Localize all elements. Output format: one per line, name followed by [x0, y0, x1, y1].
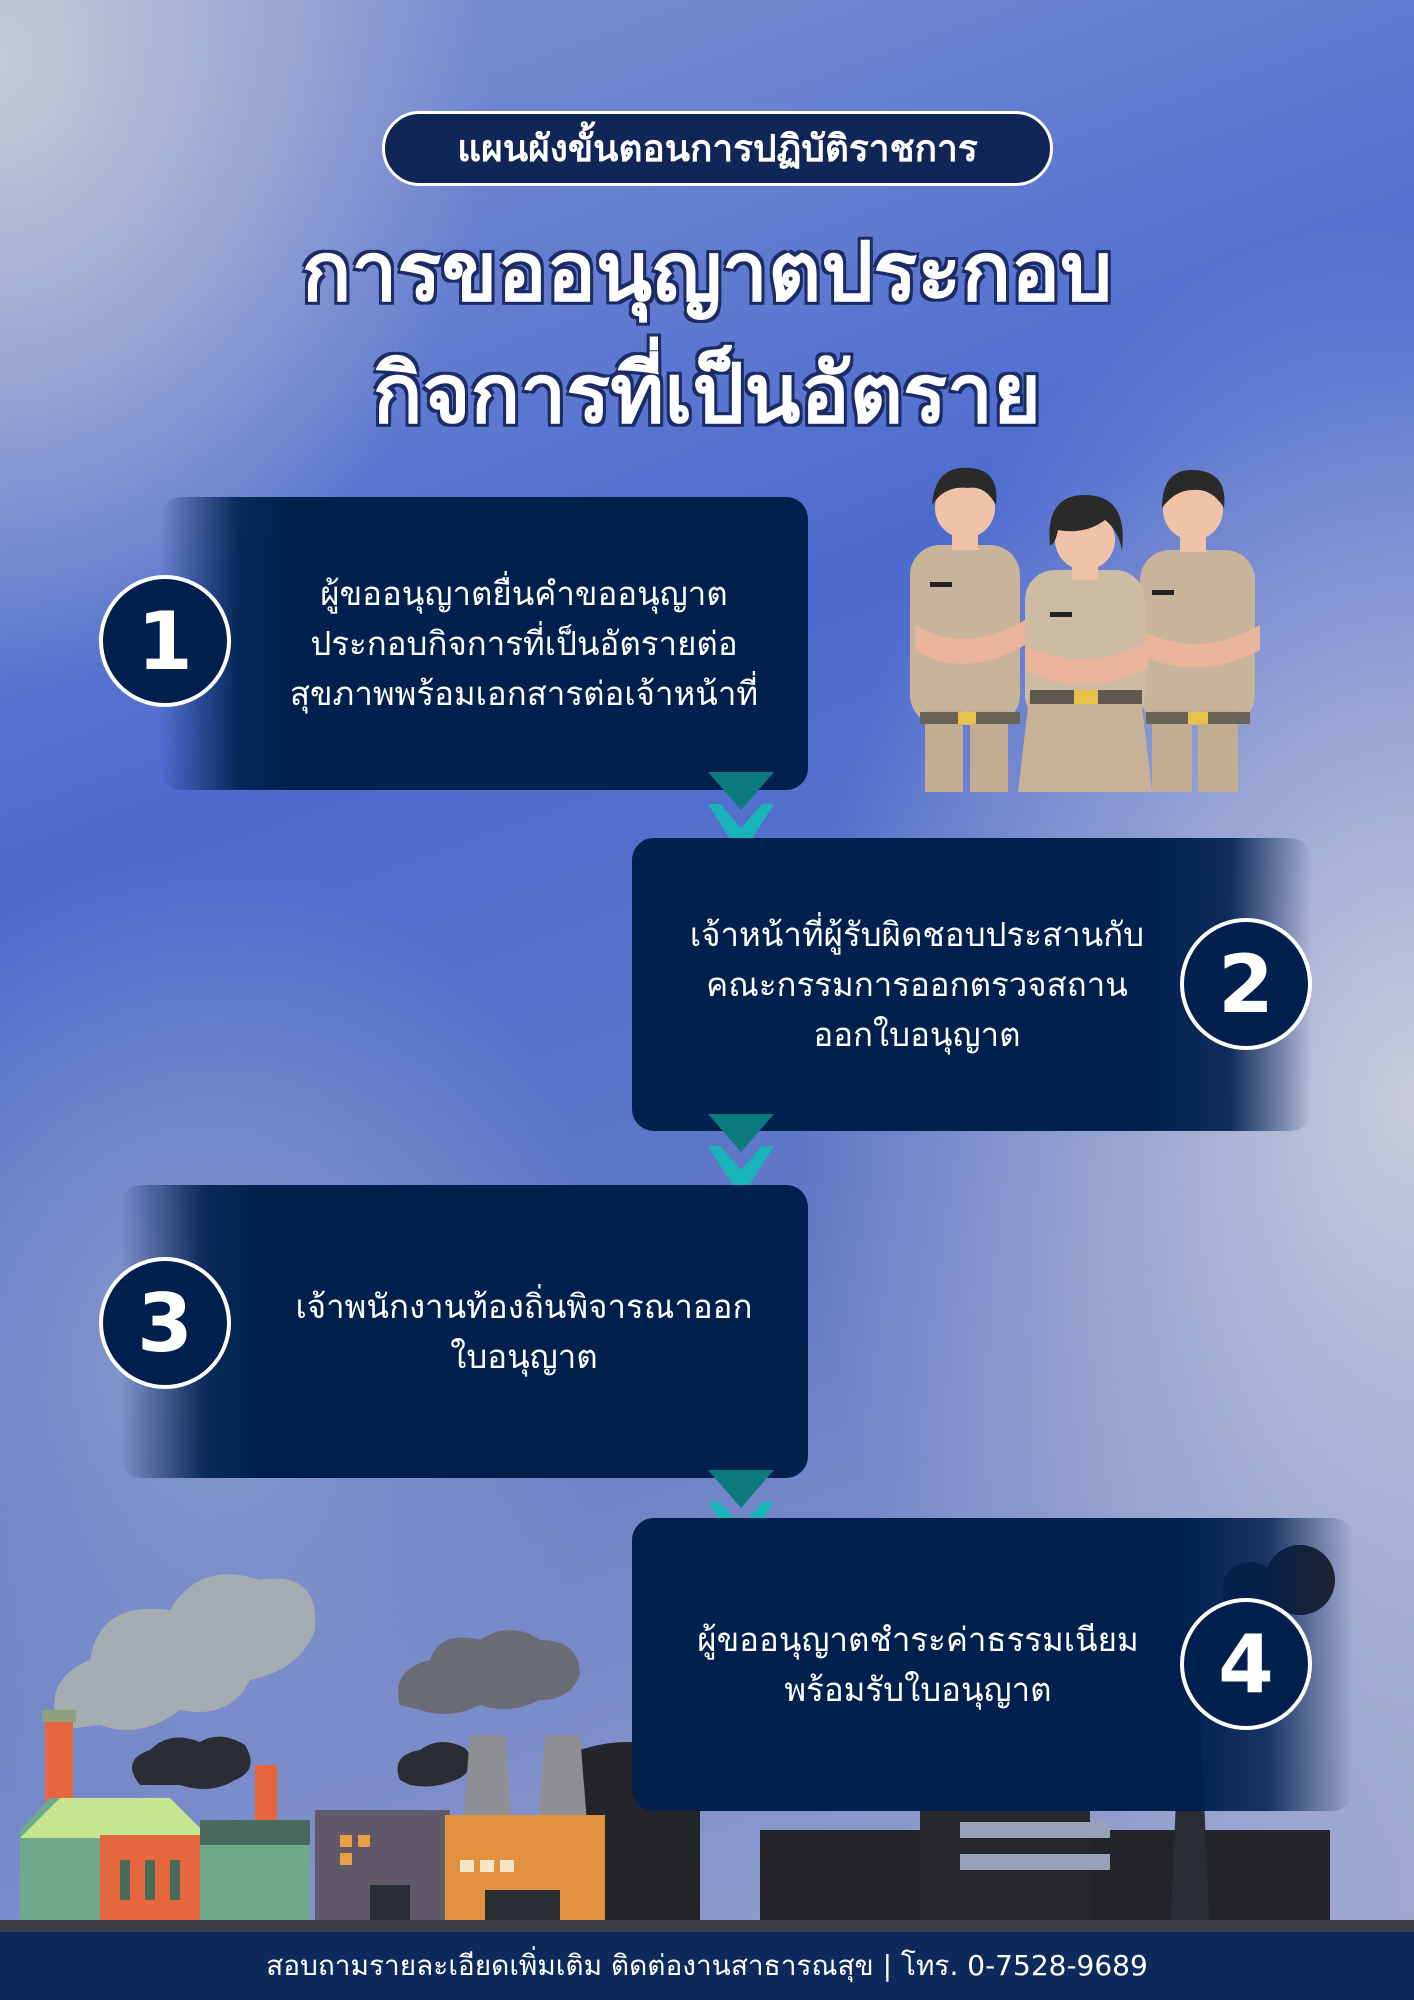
step-1-line: ประกอบกิจการที่เป็นอัตรายต่อ: [310, 623, 738, 663]
footer-contact-bar: สอบถามรายละเอียดเพิ่มเติม ติดต่องานสาธาร…: [0, 1932, 1414, 2000]
down-arrow-icon: [708, 1114, 774, 1198]
step-number-badge-1: 1: [99, 575, 231, 707]
step-number-badge-2: 2: [1180, 918, 1312, 1050]
factory-skyline-illustration: [0, 1545, 1414, 1935]
step-card-3: เจ้าพนักงานท้องถิ่นพิจารณาออก ใบอนุญาต: [120, 1185, 808, 1478]
page-title-line1: การขออนุญาตประกอบ: [301, 225, 1113, 320]
subtitle-pill: แผนผังขั้นตอนการปฏิบัติราชการ: [382, 111, 1053, 186]
step-1-line: ผู้ขออนุญาตยื่นคำขออนุญาต: [320, 573, 728, 613]
step-3-line: เจ้าพนักงานท้องถิ่นพิจารณาออก: [295, 1286, 753, 1326]
step-text-1: ผู้ขออนุญาตยื่นคำขออนุญาต ประกอบกิจการที…: [290, 569, 758, 719]
step-4-line: พร้อมรับใบอนุญาต: [784, 1669, 1052, 1709]
step-text-3: เจ้าพนักงานท้องถิ่นพิจารณาออก ใบอนุญาต: [296, 1282, 753, 1382]
step-2-line: ออกใบอนุญาต: [813, 1014, 1021, 1054]
step-2-line: คณะกรรมการออกตรวจสถาน: [706, 964, 1128, 1004]
step-1-line: สุขภาพพร้อมเอกสารต่อเจ้าหน้าที่: [289, 673, 759, 713]
step-2-line: เจ้าหน้าที่ผู้รับผิดชอบประสานกับ: [689, 914, 1145, 954]
step-text-2: เจ้าหน้าที่ผู้รับผิดชอบประสานกับ คณะกรรม…: [690, 910, 1144, 1060]
step-card-1: ผู้ขออนุญาตยื่นคำขออนุญาต ประกอบกิจการที…: [160, 497, 808, 790]
step-number-badge-3: 3: [99, 1257, 231, 1389]
step-4-line: ผู้ขออนุญาตชำระค่าธรรมเนียม: [697, 1619, 1139, 1659]
step-number-badge-4: 4: [1180, 1598, 1312, 1730]
officials-illustration: [910, 467, 1260, 792]
step-text-4: ผู้ขออนุญาตชำระค่าธรรมเนียม พร้อมรับใบอน…: [697, 1615, 1138, 1715]
step-3-line: ใบอนุญาต: [450, 1336, 598, 1376]
page-title-line2: กิจการที่เป็นอัตราย: [372, 347, 1042, 442]
down-arrow-icon: [708, 772, 774, 856]
